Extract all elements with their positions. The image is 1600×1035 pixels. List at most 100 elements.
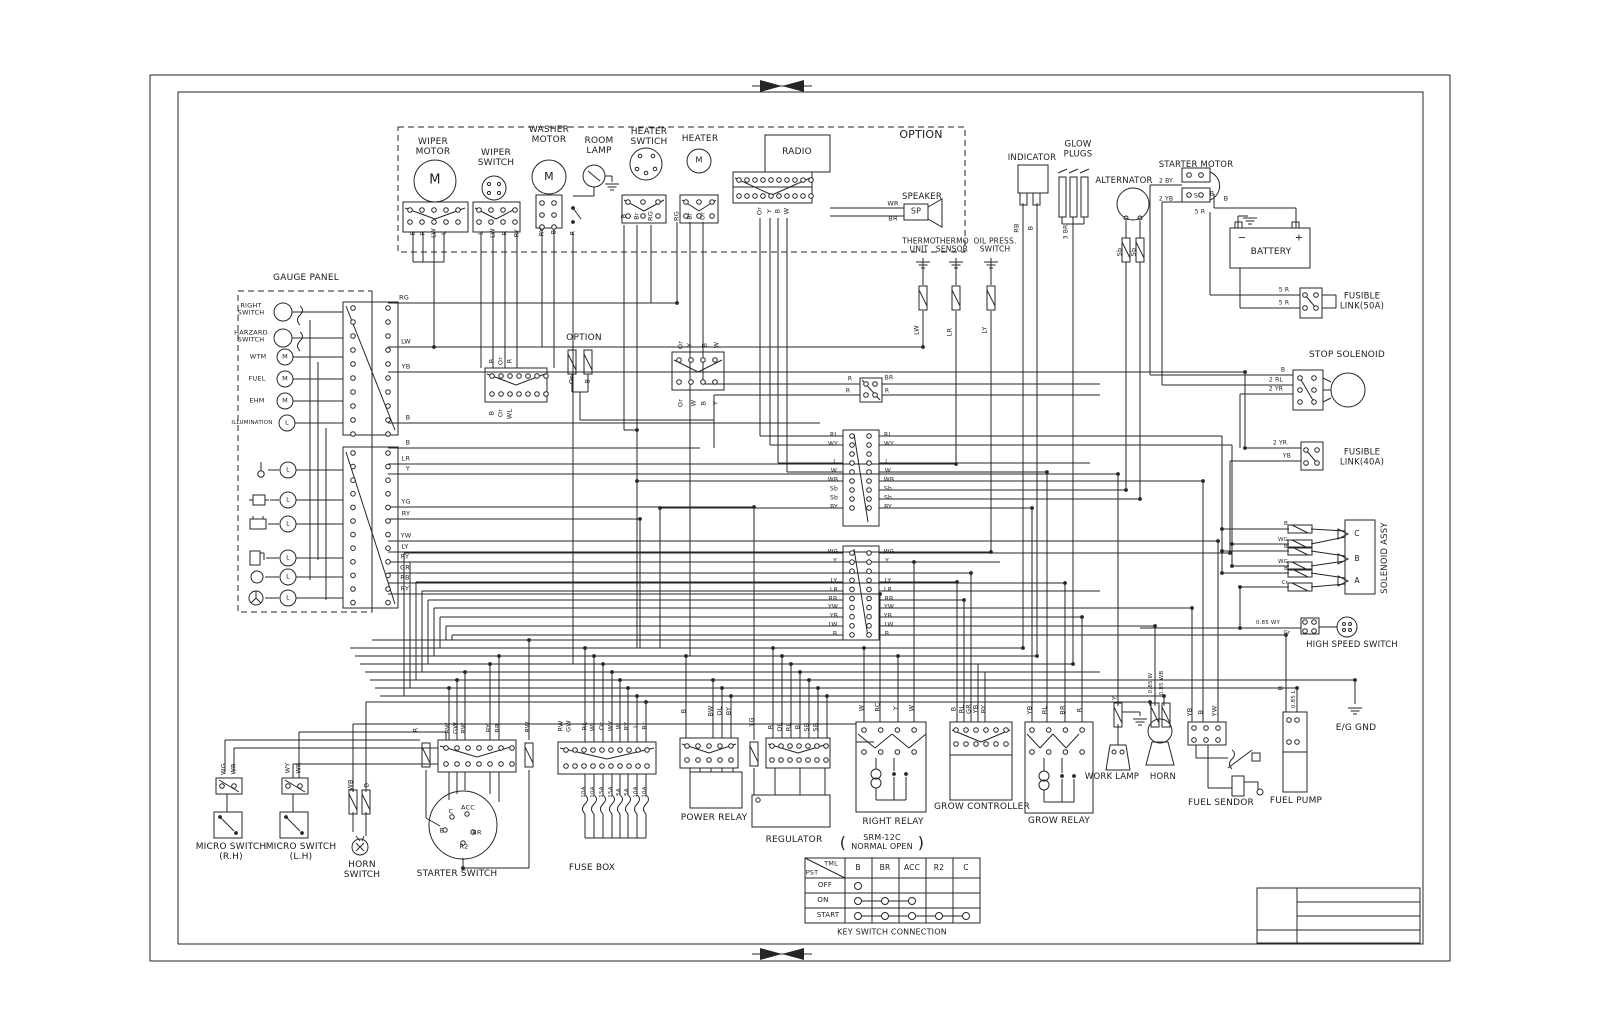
wire-label: B: [487, 410, 496, 416]
wire-label: Br: [685, 212, 694, 220]
horn-switch-label: HORN SWITCH: [343, 859, 381, 880]
wire-label: ON: [817, 896, 829, 905]
wire-label: PST: [805, 868, 819, 877]
wire-label: B: [679, 708, 688, 714]
wire-label: 15A: [598, 786, 605, 798]
wire-label: RB: [828, 595, 838, 603]
wire-label: Y: [1110, 695, 1119, 701]
wire-label: B: [1209, 189, 1215, 198]
wire-label: Or: [496, 408, 505, 418]
wire-label: BW: [706, 705, 715, 717]
wire-label: B: [1196, 709, 1205, 715]
wire-label: 5 R: [1194, 208, 1206, 216]
micro-switch-rh-label: MICRO SWITCH (R.H): [195, 841, 267, 862]
wire-label: Or: [698, 211, 707, 221]
wire-label: OL: [715, 706, 724, 716]
wire-label: B: [832, 630, 838, 638]
wire-label: WR: [887, 199, 899, 208]
wire-label: B: [1223, 194, 1229, 203]
oil-press-switch-label: OIL PRESS. SWITCH: [973, 236, 1017, 254]
wire-label: OL: [775, 722, 784, 732]
wire-label: −: [1237, 232, 1247, 244]
drawing-frame: [149, 74, 1451, 962]
gauge-panel-label: GAUGE PANEL: [273, 272, 339, 283]
wire-label: WY: [828, 440, 838, 448]
wire-label: LW: [884, 621, 894, 629]
wire-label: B: [549, 229, 558, 235]
wire-label: L: [286, 572, 290, 581]
starter-switch-label: STARTER SWITCH: [416, 868, 498, 879]
wire-label: LW: [488, 228, 497, 238]
wire-label: L: [286, 519, 290, 528]
wire-label: L: [286, 495, 290, 504]
wire-label: B: [1026, 225, 1035, 231]
wire-label: LR: [945, 327, 954, 337]
wire-label: WG: [1277, 536, 1289, 543]
wire-label: R: [568, 230, 577, 236]
wire-label: LR: [884, 586, 892, 594]
wire-label: LY: [884, 577, 892, 585]
wire-label: RW: [459, 722, 468, 734]
connector-pins: [219, 172, 1320, 789]
key-switch-table: [804, 857, 981, 924]
wire-label: B: [1276, 685, 1285, 691]
wire-label: W: [782, 207, 791, 215]
wire-label: WY: [283, 762, 292, 774]
wire-label: (: [839, 833, 847, 853]
wire-label: TML: [824, 859, 838, 868]
wire-label: YB: [1025, 705, 1034, 715]
wire-label: 2 YR: [1272, 439, 1288, 447]
wire-label: 5A: [623, 788, 630, 796]
radio-label: RADIO: [782, 146, 812, 157]
fuel-sendor-label: FUEL SENDOR: [1188, 797, 1254, 808]
glow-plugs-label: GLOW PLUGS: [1063, 139, 1093, 159]
wire-label: 5 R: [1278, 299, 1290, 307]
wire-label: 2 RL: [1268, 376, 1284, 384]
wire-label: Y: [891, 705, 900, 711]
wire-label: LW: [401, 337, 411, 346]
wire-label: Or: [676, 398, 685, 408]
wire-label: WG: [827, 548, 839, 556]
wire-label: C: [448, 807, 454, 816]
fuse-box-label: FUSE BOX: [568, 862, 616, 873]
wire-label: Or: [755, 206, 764, 216]
wire-label: L: [439, 231, 448, 235]
wire-label: RB: [884, 595, 894, 603]
wire-label: START: [816, 911, 840, 920]
wire-label: SB: [802, 722, 811, 732]
wire-label: L: [286, 593, 290, 602]
wire-label: B: [405, 438, 411, 447]
thermo-unit-label: THERMO UNIT: [902, 236, 936, 254]
wire-label: WL: [505, 408, 514, 420]
wire-label: R2: [933, 862, 945, 872]
wire-label: B: [439, 826, 445, 835]
wire-label: 2 YB: [1158, 195, 1174, 203]
wire-label: YB: [1282, 452, 1292, 460]
heater-switch-label: HEATER SWTICH: [630, 126, 668, 147]
high-speed-switch-label: HIGH SPEED SWITCH: [1306, 640, 1398, 651]
washer-motor-label: WASHER MOTOR: [528, 124, 570, 145]
wire-label: 2 BY: [1159, 177, 1173, 185]
wire-label: BR: [884, 374, 894, 382]
wire-label: BR: [472, 828, 482, 837]
wire-label: BY: [724, 706, 733, 716]
wire-label: M: [282, 396, 288, 405]
wire-label: R: [1075, 707, 1084, 713]
wire-label: RL: [1040, 705, 1049, 715]
wire-label: RY: [401, 509, 411, 518]
wire-label: OFF: [817, 881, 833, 890]
wire-label: Sb: [829, 485, 839, 493]
wire-label: M: [282, 374, 288, 383]
wire-label: Gr: [1283, 629, 1291, 636]
indicator-label: INDICATOR: [1007, 153, 1057, 164]
wire-label: WTM: [249, 352, 267, 361]
horn-label: HORN: [1149, 772, 1177, 783]
wire-label: BR: [493, 723, 502, 733]
wire-label: Br: [640, 722, 649, 730]
wire-label: B: [1284, 565, 1288, 572]
wire-label: W: [907, 704, 916, 712]
wire-label: 10A: [641, 786, 648, 798]
power-relay-label: POWER RELAY: [680, 812, 748, 823]
wire-label: B: [1354, 553, 1360, 563]
